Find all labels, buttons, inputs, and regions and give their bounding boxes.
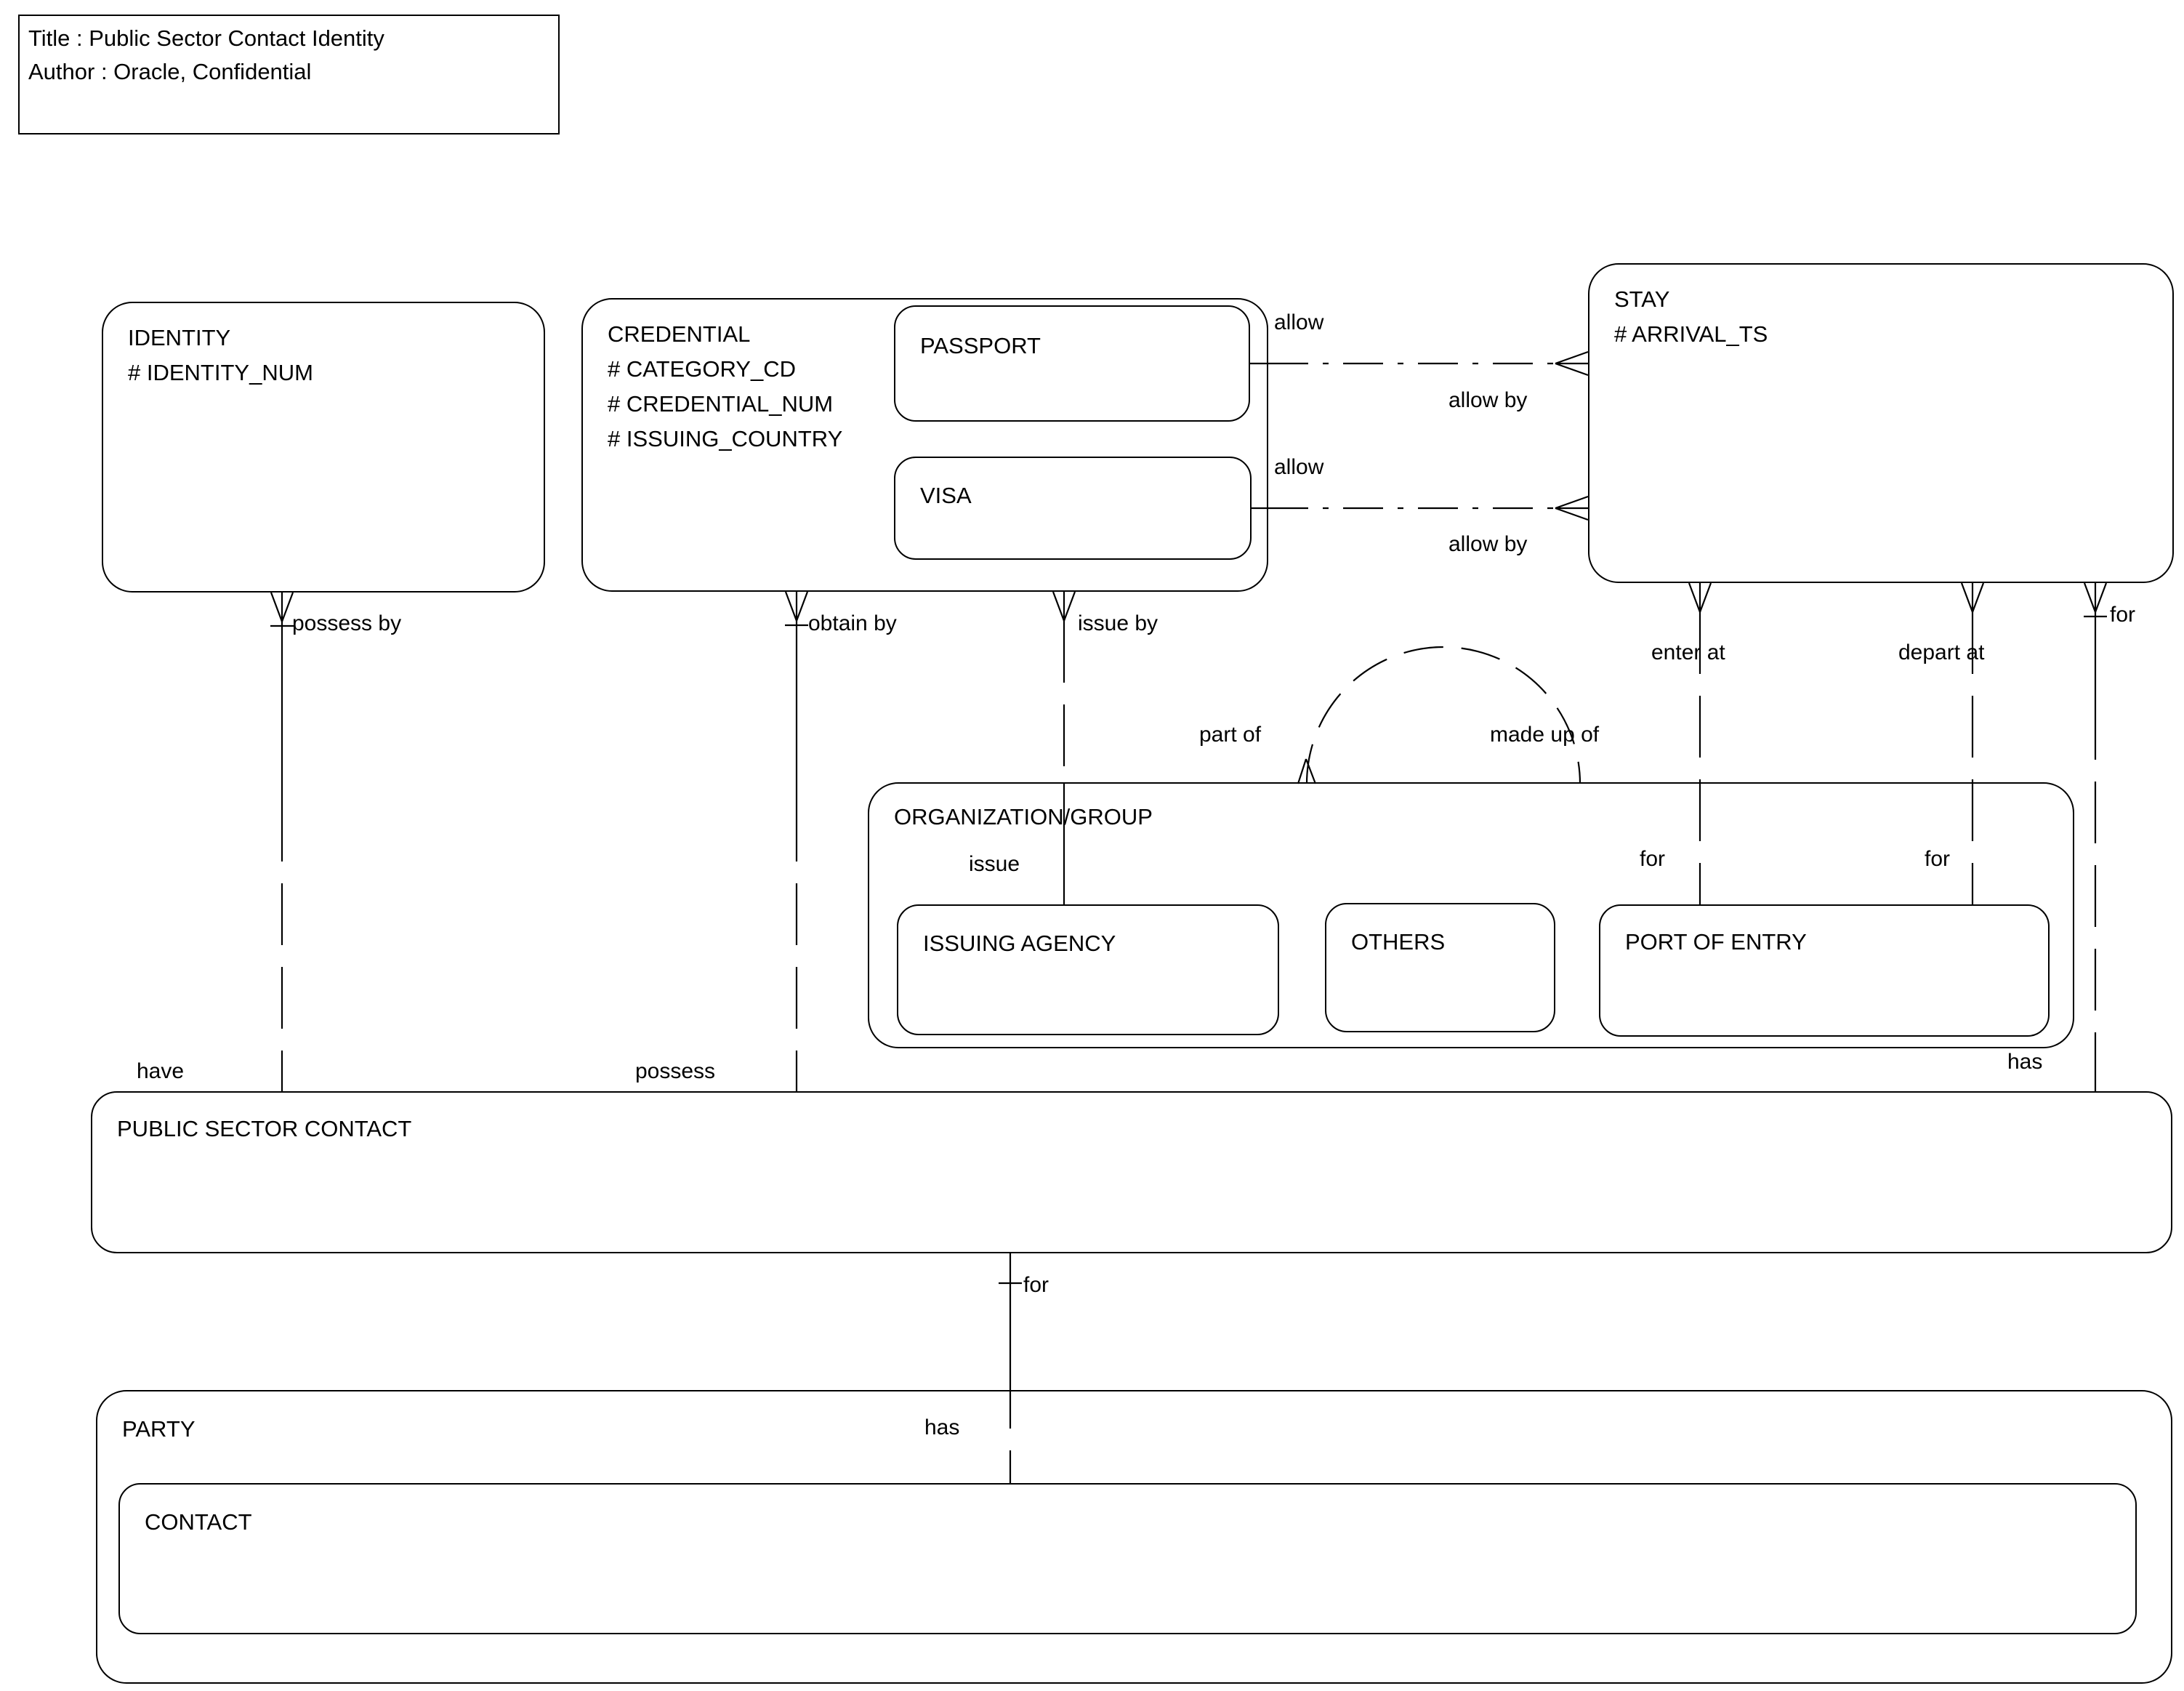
entity-stay[interactable]: STAY # ARRIVAL_TS	[1588, 263, 2174, 583]
subtype-others-title: OTHERS	[1351, 929, 1446, 955]
entity-credential-title: CREDENTIAL	[608, 321, 751, 347]
entity-organization-group-title: ORGANIZATION/GROUP	[894, 804, 1153, 830]
subtype-port-of-entry-title: PORT OF ENTRY	[1625, 929, 1807, 955]
rel-label-have[interactable]: have	[137, 1059, 185, 1083]
rel-label-for-enter[interactable]: for	[1640, 847, 1666, 871]
entity-stay-attr: # ARRIVAL_TS	[1614, 321, 1768, 347]
rel-label-issue[interactable]: issue	[969, 852, 1020, 876]
subtype-visa[interactable]: VISA	[894, 457, 1252, 560]
diagram-title: Title : Public Sector Contact Identity	[28, 25, 384, 51]
rel-label-for-party[interactable]: for	[1023, 1273, 1049, 1297]
rel-label-allow-by-passport[interactable]: allow by	[1448, 388, 1528, 412]
rel-label-has-stay[interactable]: has	[2007, 1050, 2043, 1074]
entity-organization-group[interactable]: ORGANIZATION/GROUP	[868, 782, 2074, 1048]
entity-credential[interactable]: CREDENTIAL # CATEGORY_CD # CREDENTIAL_NU…	[581, 298, 1268, 592]
rel-label-depart-at[interactable]: depart at	[1898, 640, 1985, 664]
rel-label-issue-by[interactable]: issue by	[1078, 611, 1159, 635]
rel-label-for-stay[interactable]: for	[2110, 603, 2136, 627]
subtype-passport[interactable]: PASSPORT	[894, 305, 1250, 422]
entity-party[interactable]: PARTY	[96, 1390, 2172, 1684]
rel-label-possess-by[interactable]: possess by	[292, 611, 402, 635]
entity-public-sector-contact[interactable]: PUBLIC SECTOR CONTACT	[91, 1091, 2172, 1253]
allow-visa-crow-foot	[1555, 495, 1589, 521]
rel-label-allow-visa[interactable]: allow	[1274, 455, 1324, 479]
diagram-author: Author : Oracle, Confidential	[28, 59, 312, 84]
diagram-title-box: Title : Public Sector Contact Identity A…	[18, 15, 560, 134]
entity-identity[interactable]: IDENTITY # IDENTITY_NUM	[102, 302, 545, 593]
entity-party-title: PARTY	[122, 1416, 196, 1442]
allow-passport-crow-foot	[1555, 350, 1589, 377]
subtype-visa-title: VISA	[920, 483, 972, 508]
rel-label-enter-at[interactable]: enter at	[1651, 640, 1725, 664]
subtype-contact[interactable]: CONTACT	[118, 1483, 2137, 1634]
entity-identity-title: IDENTITY	[128, 325, 231, 350]
obtain-by-crow-foot	[784, 591, 809, 622]
entity-credential-attr: # CATEGORY_CD	[608, 356, 796, 382]
enter-at-crow-foot	[1688, 582, 1712, 613]
entity-credential-attr: # CREDENTIAL_NUM	[608, 391, 834, 417]
rel-label-made-up-of[interactable]: made up of	[1490, 723, 1600, 747]
recursive-arc	[1305, 646, 1581, 784]
rel-label-obtain-by[interactable]: obtain by	[808, 611, 897, 635]
rel-label-allow-passport[interactable]: allow	[1274, 310, 1324, 334]
subtype-port-of-entry[interactable]: PORT OF ENTRY	[1599, 904, 2050, 1037]
subtype-others[interactable]: OTHERS	[1325, 903, 1555, 1032]
recursive-arc-crow-foot	[1297, 758, 1317, 784]
subtype-contact-title: CONTACT	[145, 1509, 252, 1535]
entity-stay-title: STAY	[1614, 286, 1670, 312]
rel-label-possess[interactable]: possess	[635, 1059, 716, 1083]
rel-label-part-of[interactable]: part of	[1199, 723, 1262, 747]
for-stay-crow-foot	[2083, 582, 2108, 613]
rel-label-has-contact[interactable]: has	[924, 1415, 960, 1439]
depart-at-crow-foot	[1960, 582, 1985, 613]
rel-label-for-depart[interactable]: for	[1925, 847, 1951, 871]
entity-public-sector-contact-title: PUBLIC SECTOR CONTACT	[117, 1116, 412, 1141]
entity-credential-attr: # ISSUING_COUNTRY	[608, 426, 843, 451]
rel-label-allow-by-visa[interactable]: allow by	[1448, 532, 1528, 556]
possess-by-crow-foot	[270, 592, 294, 622]
subtype-issuing-agency[interactable]: ISSUING AGENCY	[897, 904, 1279, 1035]
subtype-passport-title: PASSPORT	[920, 333, 1041, 358]
issue-by-crow-foot	[1052, 591, 1076, 622]
entity-identity-attr: # IDENTITY_NUM	[128, 360, 313, 385]
subtype-issuing-agency-title: ISSUING AGENCY	[923, 931, 1116, 956]
